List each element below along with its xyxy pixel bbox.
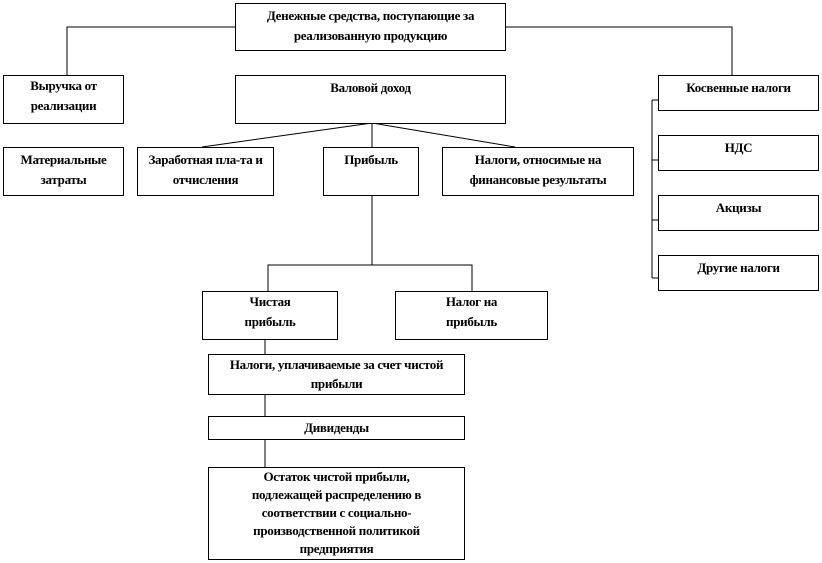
node-net-profit: Чистая прибыль (202, 291, 338, 340)
node-cash: Денежные средства, поступающие за реализ… (235, 3, 506, 51)
node-dividends: Дивиденды (208, 416, 465, 440)
node-taxes-from-net-profit: Налоги, уплачиваемые за счет чистой приб… (208, 354, 465, 395)
node-retained-profit: Остаток чистой прибыли, подлежащей распр… (208, 467, 465, 560)
node-indirect-taxes: Косвенные налоги (658, 75, 819, 111)
node-excise: Акцизы (658, 195, 819, 231)
node-material-costs: Материальные затраты (3, 147, 124, 196)
node-gross-income: Валовой доход (235, 75, 506, 124)
node-wages: Заработная пла-та и отчисления (137, 147, 274, 196)
node-vat: НДС (658, 135, 819, 171)
node-taxes-fin-results: Налоги, относимые на финансовые результа… (442, 147, 634, 196)
node-profit-tax: Налог на прибыль (395, 291, 548, 340)
node-profit: Прибыль (323, 147, 419, 196)
node-revenue: Выручка от реализации (3, 75, 124, 124)
node-other-taxes: Другие налоги (658, 255, 819, 291)
